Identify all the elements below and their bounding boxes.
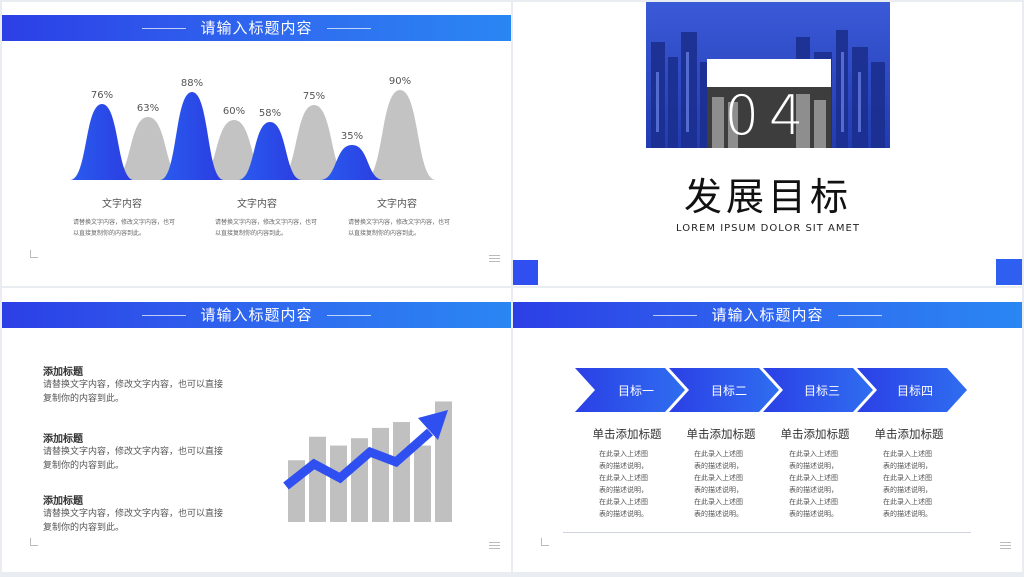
- step-3-title: 单击添加标题: [780, 427, 850, 441]
- group-3-title: 文字内容: [377, 199, 417, 210]
- peak-label-6: 75%: [303, 91, 325, 102]
- peak-label-5: 58%: [259, 108, 281, 119]
- peak-3: [160, 92, 224, 180]
- slide-4-title: 请输入标题内容: [711, 306, 824, 324]
- step-3-text: 在此录入上述图表的描述说明，在此录入上述图表的描述说明，在此录入上述图表的描述说…: [789, 450, 838, 518]
- item-3-heading: 添加标题: [43, 496, 83, 507]
- slide-4[interactable]: 请输入标题内容 目标一 目标二 目标三 目标四 单击添加标题 单击添加标题 单击…: [513, 288, 1022, 572]
- goal-4-arrow: [857, 368, 967, 412]
- menu-icon: [1000, 542, 1011, 549]
- corner-mark: [30, 538, 38, 546]
- accent-square-left: [513, 260, 538, 285]
- goal-2-label: 目标二: [710, 384, 747, 398]
- accent-square-right: [996, 259, 1022, 285]
- menu-icon: [489, 542, 500, 549]
- slide-3-title: 请输入标题内容: [200, 306, 313, 324]
- item-2-heading: 添加标题: [43, 434, 83, 445]
- section-subtitle: LOREM IPSUM DOLOR SIT AMET: [676, 223, 860, 234]
- group-2-text: 请替换文字内容，修改文字内容，也可以直接复制你的内容到此。: [215, 219, 318, 237]
- group-3-text: 请替换文字内容，修改文字内容，也可以直接复制你的内容到此。: [348, 219, 451, 237]
- slide-2[interactable]: 04 发展目标 LOREM IPSUM DOLOR SIT AMET: [513, 2, 1022, 286]
- step-2-title: 单击添加标题: [686, 427, 756, 441]
- item-3-text: 请替换文字内容，修改文字内容，也可以直接复制你的内容到此。: [43, 509, 224, 533]
- goal-2-arrow: [669, 368, 779, 412]
- peak-2: [112, 117, 184, 180]
- goal-3-label: 目标三: [803, 384, 840, 398]
- bottom-divider: [563, 532, 971, 533]
- peak-label-1: 76%: [91, 90, 113, 101]
- step-1-title: 单击添加标题: [592, 427, 662, 441]
- slide-4-banner: 请输入标题内容: [513, 302, 1022, 328]
- step-4-title: 单击添加标题: [874, 427, 944, 441]
- item-2-text: 请替换文字内容，修改文字内容，也可以直接复制你的内容到此。: [43, 447, 224, 471]
- step-2-text: 在此录入上述图表的描述说明，在此录入上述图表的描述说明，在此录入上述图表的描述说…: [694, 450, 743, 518]
- peak-7: [320, 145, 384, 180]
- arrow-head: [418, 410, 448, 440]
- goal-1-arrow: [575, 368, 685, 412]
- peak-label-3: 88%: [181, 78, 203, 89]
- corner-mark: [541, 538, 549, 546]
- goal-3-arrow: [763, 368, 873, 412]
- growth-bar-7: [414, 445, 431, 522]
- slide-1-banner: 请输入标题内容: [2, 15, 511, 41]
- slide-3-banner: 请输入标题内容: [2, 302, 511, 328]
- peak-label-4: 60%: [223, 106, 245, 117]
- slide-1[interactable]: 请输入标题内容 63% 60% 75% 90% 76% 88% 58% 35% 文字内容 文字…: [2, 2, 511, 286]
- group-1-title: 文字内容: [102, 199, 142, 210]
- corner-mark: [30, 250, 38, 258]
- goal-arrows: [575, 368, 967, 412]
- peak-8: [364, 90, 436, 180]
- growth-bar-6: [393, 422, 410, 522]
- group-1-text: 请替换文字内容，修改文字内容，也可以直接复制你的内容到此。: [73, 219, 176, 237]
- growth-bar-3: [330, 445, 347, 522]
- section-number: 04: [724, 84, 814, 147]
- menu-icon: [489, 255, 500, 262]
- growth-bar-5: [372, 427, 389, 522]
- slide-3[interactable]: 请输入标题内容 添加标题 请替换文字内容，修改文字内容，也可以直接复制你的内容到…: [2, 288, 511, 572]
- growth-bar-2: [309, 436, 326, 522]
- step-4-text: 在此录入上述图表的描述说明，在此录入上述图表的描述说明，在此录入上述图表的描述说…: [883, 450, 932, 518]
- step-1-text: 在此录入上述图表的描述说明，在此录入上述图表的描述说明，在此录入上述图表的描述说…: [599, 450, 648, 518]
- peak-1: [70, 104, 134, 180]
- growth-chart: [283, 401, 452, 522]
- item-1-text: 请替换文字内容，修改文字内容，也可以直接复制你的内容到此。: [43, 380, 224, 404]
- peak-6: [278, 105, 350, 180]
- peak-label-7: 35%: [341, 131, 363, 142]
- group-2-title: 文字内容: [237, 199, 277, 210]
- goal-1-label: 目标一: [617, 384, 654, 398]
- slide-1-title: 请输入标题内容: [200, 19, 313, 37]
- peak-chart: 63% 60% 75% 90% 76% 88% 58% 35%: [70, 76, 436, 180]
- peak-label-2: 63%: [137, 103, 159, 114]
- peak-label-8: 90%: [389, 76, 411, 87]
- peak-5: [238, 122, 302, 180]
- city-photo: [646, 2, 890, 148]
- item-1-heading: 添加标题: [43, 367, 83, 378]
- goal-4-label: 目标四: [896, 384, 933, 398]
- section-title: 发展目标: [683, 175, 852, 219]
